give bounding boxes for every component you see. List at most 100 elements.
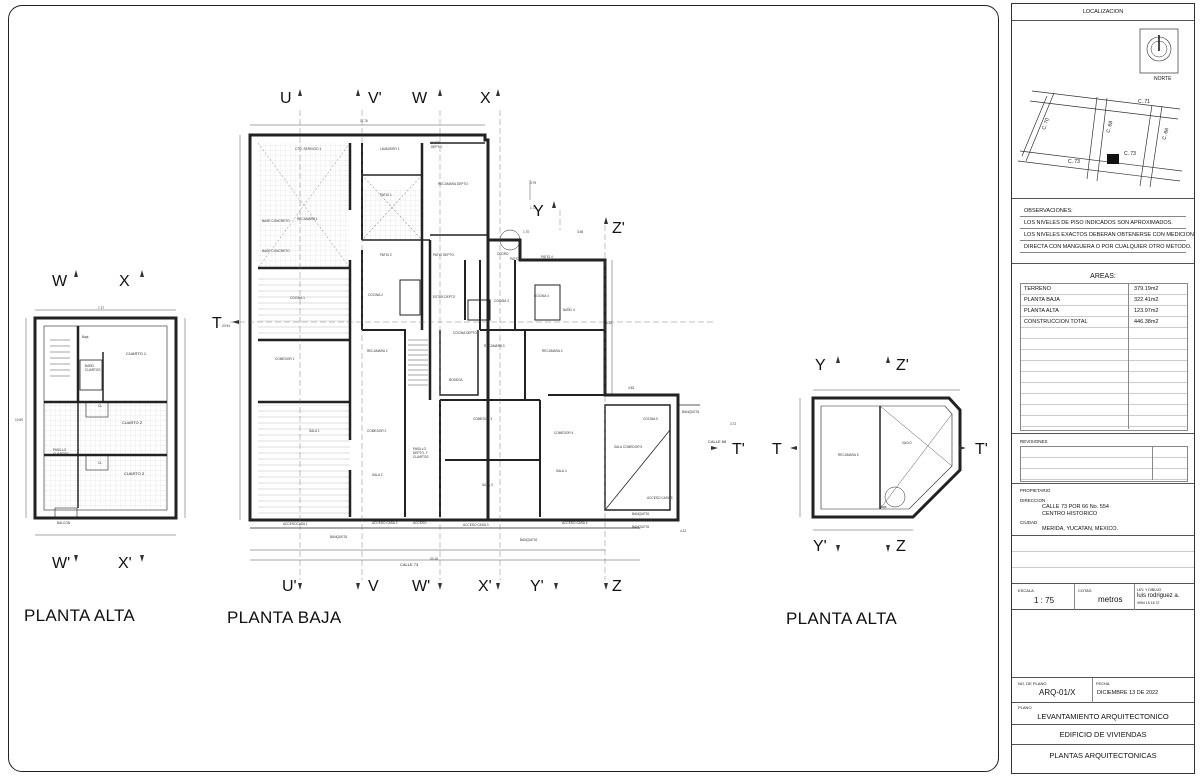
axis-label-w-prime: W' [52, 555, 71, 572]
noplano-value: ARQ-01/X [1039, 688, 1076, 697]
axis-label-w-prime: W' [412, 578, 431, 595]
room-label: BAÑO [431, 140, 441, 145]
axis-label-w: W [52, 273, 68, 290]
room-label: CTO. SERVICIO 1 [295, 147, 322, 151]
room-label: COCINA 4 [534, 294, 549, 298]
ciudad-value: MERIDA, YUCATAN, MEXICO. [1042, 526, 1119, 532]
blank-area [1012, 610, 1194, 678]
axis-label-u: U [280, 90, 292, 107]
axis-label-t: T [772, 441, 782, 458]
street-label: CALLE 73 [400, 562, 419, 567]
room-label: COMEDOR 1 [275, 357, 295, 361]
room-label: RECAMARA 4 [542, 349, 563, 353]
dimension: 20.94 [222, 324, 230, 328]
room-label: SALA 4 [556, 469, 567, 473]
axis-label-v: V [368, 578, 379, 595]
axis-label-y-prime: Y' [813, 538, 827, 555]
dimension: 1.70 [523, 230, 529, 234]
room-label: DEPTO. Y [413, 451, 429, 455]
room-label: BAÑO [85, 363, 95, 368]
dimension: 4.83 [628, 386, 634, 390]
obs-line-3: DIRECTA CON MANGUERA O POR CUALQUIER OTR… [1024, 244, 1192, 250]
room-label: ACCESO CASA 4 [562, 521, 588, 525]
escala-section: ESCALA 1 : 75 COTAS metros LEV. Y DIBUJO… [1012, 584, 1194, 610]
room-label: BALCON [57, 521, 71, 525]
room-label: COCINA 3 [494, 299, 509, 303]
dimension: 4.12 [680, 529, 686, 533]
areas-section: AREAS: TERRENO 379.19m2 PLANTA BAJA 322.… [1012, 264, 1194, 434]
room-label: ACCESOCASA 1 [283, 522, 308, 526]
room-label: ACCESO CASA 5 [647, 496, 673, 500]
edificio-section: EDIFICIO DE VIVIENDAS [1012, 725, 1194, 745]
room-label: COCINA 5 [643, 417, 658, 421]
street-label: BANQUETA [520, 538, 538, 542]
obs-line-2: LOS NIVELES EXACTOS DEBERAN OBTENERSE CO… [1024, 232, 1194, 238]
lev-value: luis rodriguez a. [1137, 593, 1180, 599]
direccion-label: DIRECCION [1020, 498, 1046, 503]
plano-section: PLANO LEVANTAMIENTO ARQUITECTONICO [1012, 703, 1194, 725]
room-label: CL [98, 461, 102, 465]
lev-sub: 9994 15 16 72 [1137, 601, 1160, 605]
cotas-label: COTAS [1078, 588, 1092, 593]
room-label: COMEDOR 2 [367, 429, 387, 433]
plan-title-planta-baja: PLANTA BAJA [227, 608, 342, 627]
dimension: 20.16 [430, 557, 438, 561]
room-label: BASE CONCRETO [262, 219, 290, 223]
title-block: LOCALIZACION NORTE C. 71 C. 70 C. 68 C. … [1011, 3, 1195, 774]
localizacion-title: LOCALIZACION [1012, 4, 1194, 21]
room-label: PASILLO [413, 447, 427, 451]
ciudad-label: CIUDAD [1020, 520, 1038, 525]
floor-plans-drawing: CUARTO 1 BAÑO CUARTOS CUARTO 2 PASILLO C… [15, 89, 966, 590]
room-label: ACCESO CASA 3 [463, 523, 489, 527]
plan-planta-baja [239, 124, 700, 561]
dimension: 3.79 [530, 181, 536, 185]
area-pa-label: PLANTA ALTA [1024, 308, 1059, 314]
plano-label: PLANO [1018, 705, 1032, 710]
lev-label: LEV. Y DIBUJO [1137, 588, 1162, 592]
area-total-value: 446.38m2 [1134, 319, 1159, 325]
room-label: SALA 3 [482, 483, 493, 487]
dimension: 6.12 [606, 321, 612, 325]
axis-label-z-prime: Z' [612, 220, 625, 237]
area-terreno-value: 379.19m2 [1134, 286, 1159, 292]
room-label: CUARTOS [85, 368, 100, 372]
dimension: 3.55 [577, 230, 583, 234]
axis-label-y-prime: Y' [530, 578, 544, 595]
area-pb-value: 322.41m2 [1134, 297, 1159, 303]
room-label: CUARTO 2 [122, 420, 143, 425]
room-label: CUARTO 3 [124, 471, 145, 476]
room-label: BANQUETA [682, 410, 700, 414]
street-c73-b: C. 73 [1068, 159, 1080, 165]
room-label: BAÑO 4 [563, 307, 575, 312]
drawing-sheet-frame [8, 5, 999, 772]
street-label: BANQUETA [330, 535, 348, 539]
room-label: COCINA 2 [368, 293, 383, 297]
revisiones-label: REVISIONES [1020, 439, 1048, 444]
axis-label-x-prime: X' [478, 578, 492, 595]
edificio-value: EDIFICIO DE VIVIENDAS [1059, 730, 1147, 739]
axis-arrow-markers [74, 89, 966, 590]
street-c73-a: C. 73 [1124, 151, 1136, 157]
room-label: CEDRO [497, 252, 509, 256]
room-label: SALA 2 [372, 473, 383, 477]
plan-baja-labels: CTO. SERVICIO 1 LAVADERO 1 BAÑO DEPTO RE… [222, 119, 736, 567]
obs-line-1: LOS NIVELES DE PISO INDICADOS SON APROXI… [1024, 220, 1173, 226]
room-label: CUARTO 1 [126, 351, 147, 356]
axis-label-y: Y [533, 203, 544, 220]
blank-rows [1012, 536, 1194, 584]
room-label: RECAMARA 5 [838, 453, 859, 457]
plan-title-planta-alta-left: PLANTA ALTA [24, 606, 136, 625]
location-map: NORTE C. 71 C. 70 C. 68 C. 66 C. 73 C. 7… [1012, 21, 1194, 199]
room-label: RECAMARA 2 [367, 349, 388, 353]
room-label: PATIO 2 [380, 253, 392, 257]
room-label: PATIO 4 [541, 255, 553, 259]
plantas-value: PLANTAS ARQUITECTONICAS [1049, 751, 1157, 760]
room-label: VACIO [902, 441, 912, 445]
dimension: 11.76 [360, 119, 368, 123]
room-label: RECAMARA 3 [484, 344, 505, 348]
room-label: PASILLO [53, 448, 67, 452]
room-label: LAVADERO 1 [380, 147, 400, 151]
axis-label-x-prime: X' [118, 555, 132, 572]
room-label: COMEDOR 4 [554, 431, 574, 435]
plan-alta-left-labels: CUARTO 1 BAÑO CUARTOS CUARTO 2 PASILLO C… [15, 306, 147, 525]
